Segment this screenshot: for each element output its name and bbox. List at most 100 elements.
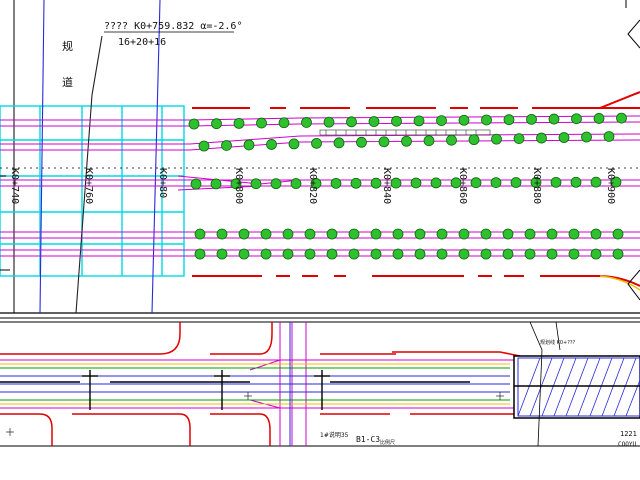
tree-icon [348, 248, 360, 260]
tree-icon [470, 177, 482, 189]
tree-icon [458, 114, 470, 126]
side-label-top: 规 [62, 39, 73, 53]
tree-icon [304, 248, 316, 260]
tree-icon [610, 176, 622, 188]
tree-icon [546, 228, 558, 240]
curb-lines [192, 91, 640, 287]
station-label: K0+820 [307, 168, 318, 204]
tree-icon [401, 135, 412, 147]
street-trees [188, 112, 627, 260]
station-label: K0+840 [381, 168, 392, 204]
station-label: K0+860 [457, 168, 468, 204]
tree-icon [558, 132, 570, 143]
tree-icon [568, 248, 580, 260]
tree-icon [194, 228, 206, 240]
tree-icon [446, 134, 457, 146]
tree-icon [326, 248, 338, 260]
marker-crosses [6, 392, 504, 436]
corner-sub: COOYU [618, 441, 636, 448]
tree-icon [256, 117, 267, 129]
tree-icon [481, 114, 492, 126]
tree-icon [480, 228, 492, 240]
overview-curbs [0, 322, 521, 446]
corner-code: 1221 [620, 430, 637, 438]
tree-icon [616, 112, 627, 124]
tree-icon [390, 177, 402, 189]
tree-icon [282, 228, 294, 240]
tree-icon [282, 248, 294, 260]
tree-icon [216, 228, 228, 240]
tree-icon [414, 228, 426, 240]
tree-icon [290, 178, 302, 189]
tree-icon [503, 114, 515, 126]
sidewalk-hatch [319, 129, 491, 136]
tree-icon [233, 117, 245, 129]
tree-icon [490, 177, 502, 189]
station-label: K0+800 [233, 168, 244, 204]
tree-icon [190, 178, 202, 190]
tree-icon [391, 115, 402, 127]
station-label: K0+760 [83, 168, 94, 204]
tree-icon [260, 248, 272, 260]
tree-icon [333, 137, 345, 149]
tree-icon [238, 228, 250, 240]
tree-icon [323, 116, 335, 128]
tree-icon [304, 228, 316, 240]
tree-icon [502, 228, 514, 240]
tree-icon [250, 178, 262, 190]
tree-icon [392, 248, 404, 260]
tree-icon [368, 116, 380, 127]
drawing-code: B1-C3 [356, 435, 380, 444]
tree-icon [436, 228, 448, 240]
tree-icon [370, 177, 382, 189]
tree-icon [350, 177, 362, 189]
tree-icon [266, 139, 277, 150]
footer-left-label: 1#说明35 [320, 431, 349, 439]
tree-icon [510, 177, 522, 188]
tree-icon [221, 140, 232, 151]
tree-icon [278, 117, 290, 129]
overview-centerlines [0, 322, 510, 446]
tree-icon [370, 248, 382, 260]
tree-icon [480, 248, 492, 260]
tree-icon [570, 176, 582, 188]
tree-icon [546, 248, 558, 260]
station-label: K0+900 [605, 168, 616, 204]
tree-icon [581, 131, 592, 143]
tree-icon [326, 228, 338, 240]
tree-icon [310, 178, 322, 189]
tree-icon [593, 113, 605, 124]
tree-icon [458, 248, 470, 260]
tree-icon [243, 139, 255, 151]
tree-icon [612, 228, 624, 240]
tree-icon [311, 137, 322, 149]
tree-icon [524, 228, 536, 240]
tree-icon [590, 228, 602, 240]
tree-icon [378, 136, 390, 148]
tree-icon [238, 248, 250, 260]
tree-icon [356, 136, 367, 148]
small-label: 规划线 K0+??? [540, 339, 576, 346]
tree-icon [210, 178, 222, 190]
tree-icon [370, 228, 382, 240]
tree-icon [612, 248, 624, 260]
tree-icon [216, 248, 228, 260]
tree-icon [550, 176, 562, 188]
tree-icon [502, 248, 514, 260]
station-label: K0+880 [531, 168, 542, 204]
tree-icon [392, 228, 404, 240]
tree-icon [430, 177, 442, 189]
tree-icon [450, 177, 462, 189]
lane-width-annotation: 16+20+16 [118, 37, 166, 48]
tree-icon [548, 113, 560, 125]
tree-icon [211, 118, 222, 130]
station-label: K0+740 [9, 168, 20, 204]
tree-icon [590, 248, 602, 260]
tree-icon [301, 117, 312, 128]
title-footer: 1#说明35 B1-C3 比例尺 1221 COOYU [320, 430, 637, 448]
tree-icon [330, 177, 342, 189]
tree-icon [270, 178, 282, 190]
